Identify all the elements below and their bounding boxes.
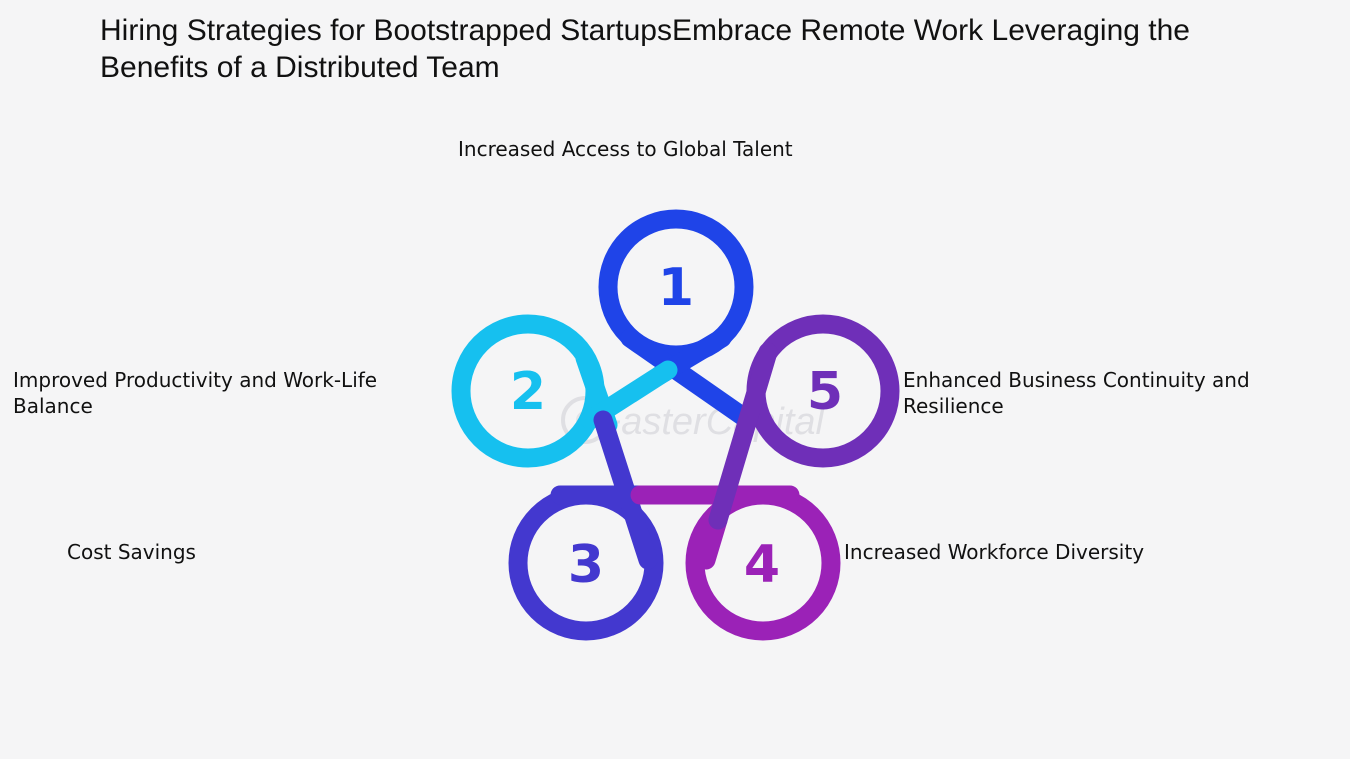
item-label-5: Enhanced Business Continuity and Resilie… <box>903 368 1250 418</box>
watermark-text: FasterCapital <box>598 401 826 443</box>
item-number-4: 4 <box>744 535 780 595</box>
item-label-2: Improved Productivity and Work-Life Bala… <box>13 368 378 418</box>
page-title: Hiring Strategies for Bootstrapped Start… <box>100 14 1190 84</box>
item-label-4: Increased Workforce Diversity <box>844 540 1145 564</box>
loop-5 <box>708 314 900 530</box>
loop-4 <box>630 485 841 641</box>
item-number-1: 1 <box>658 258 694 318</box>
item-number-5: 5 <box>807 362 843 422</box>
item-label-1: Increased Access to Global Talent <box>458 137 793 161</box>
item-number-2: 2 <box>510 362 546 422</box>
item-number-3: 3 <box>568 535 604 595</box>
item-label-3: Cost Savings <box>67 540 196 564</box>
